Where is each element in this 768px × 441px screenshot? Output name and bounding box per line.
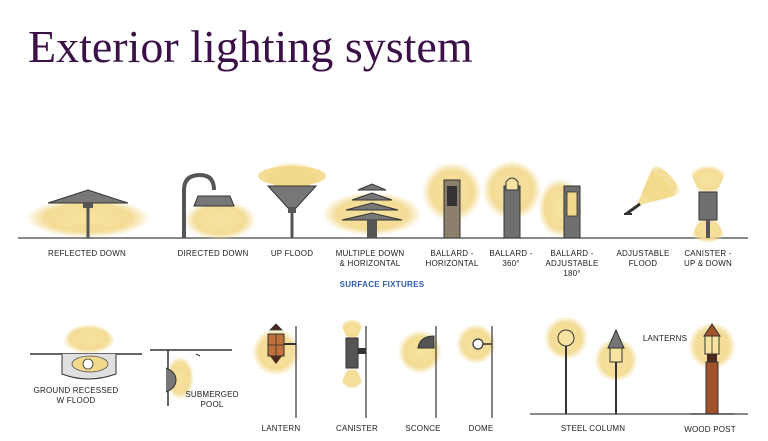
canister-fixture [340,319,367,418]
label-wood-post: WOOD POST [684,425,736,434]
label-submerged-pool: SUBMERGED POOL [185,390,239,409]
adjustable-flood-fixture [624,164,682,216]
ballard-360-fixture [482,160,542,239]
label-up-flood: UP FLOOD [270,249,314,258]
submerged-pool-fixture [150,349,232,406]
section-label-surface-fixtures: SURFACE FIXTURES [339,280,425,289]
label-canister-up-down: CANISTER - UP & DOWN [684,249,732,268]
label-reflected-down: REFLECTED DOWN [48,249,126,258]
label-sconce: SCONCE [405,424,441,433]
sconce-fixture [398,326,442,418]
lantern-fixture [252,323,300,418]
up-flood-fixture [258,162,326,238]
label-ballard-horizontal: BALLARD - HORIZONTAL [425,249,479,268]
wood-post-fixture [688,322,736,415]
page-title: Exterior lighting system [28,21,473,72]
label-ballard-360: BALLARD - 360° [489,249,533,268]
label-adjustable-flood: ADJUSTABLE FLOOD [616,249,670,268]
label-lantern: LANTERN [261,424,301,433]
dome-fixture [456,324,496,418]
label-steel-column: STEEL COLUMN [560,424,626,433]
directed-down-fixture [182,172,256,240]
label-directed-down: DIRECTED DOWN [177,249,249,258]
canister-up-down-fixture [688,165,728,243]
multiple-down-horizontal-fixture [322,183,422,238]
ballard-horizontal-fixture [422,162,482,239]
label-canister: CANISTER [335,424,379,433]
label-dome: DOME [468,424,494,433]
label-ballard-adjustable-180: BALLARD - ADJUSTABLE 180° [545,249,599,278]
label-multiple-down-horizontal: MULTIPLE DOWN & HORIZONTAL [335,249,405,268]
label-lanterns: LANTERNS [642,334,688,343]
label-ground-recessed: GROUND RECESSED W FLOOD [33,386,119,405]
ground-recessed-fixture [30,324,142,380]
ballard-adjustable-180-fixture [538,178,582,239]
reflected-down-fixture [26,189,150,238]
steel-column-fixture [544,316,638,414]
